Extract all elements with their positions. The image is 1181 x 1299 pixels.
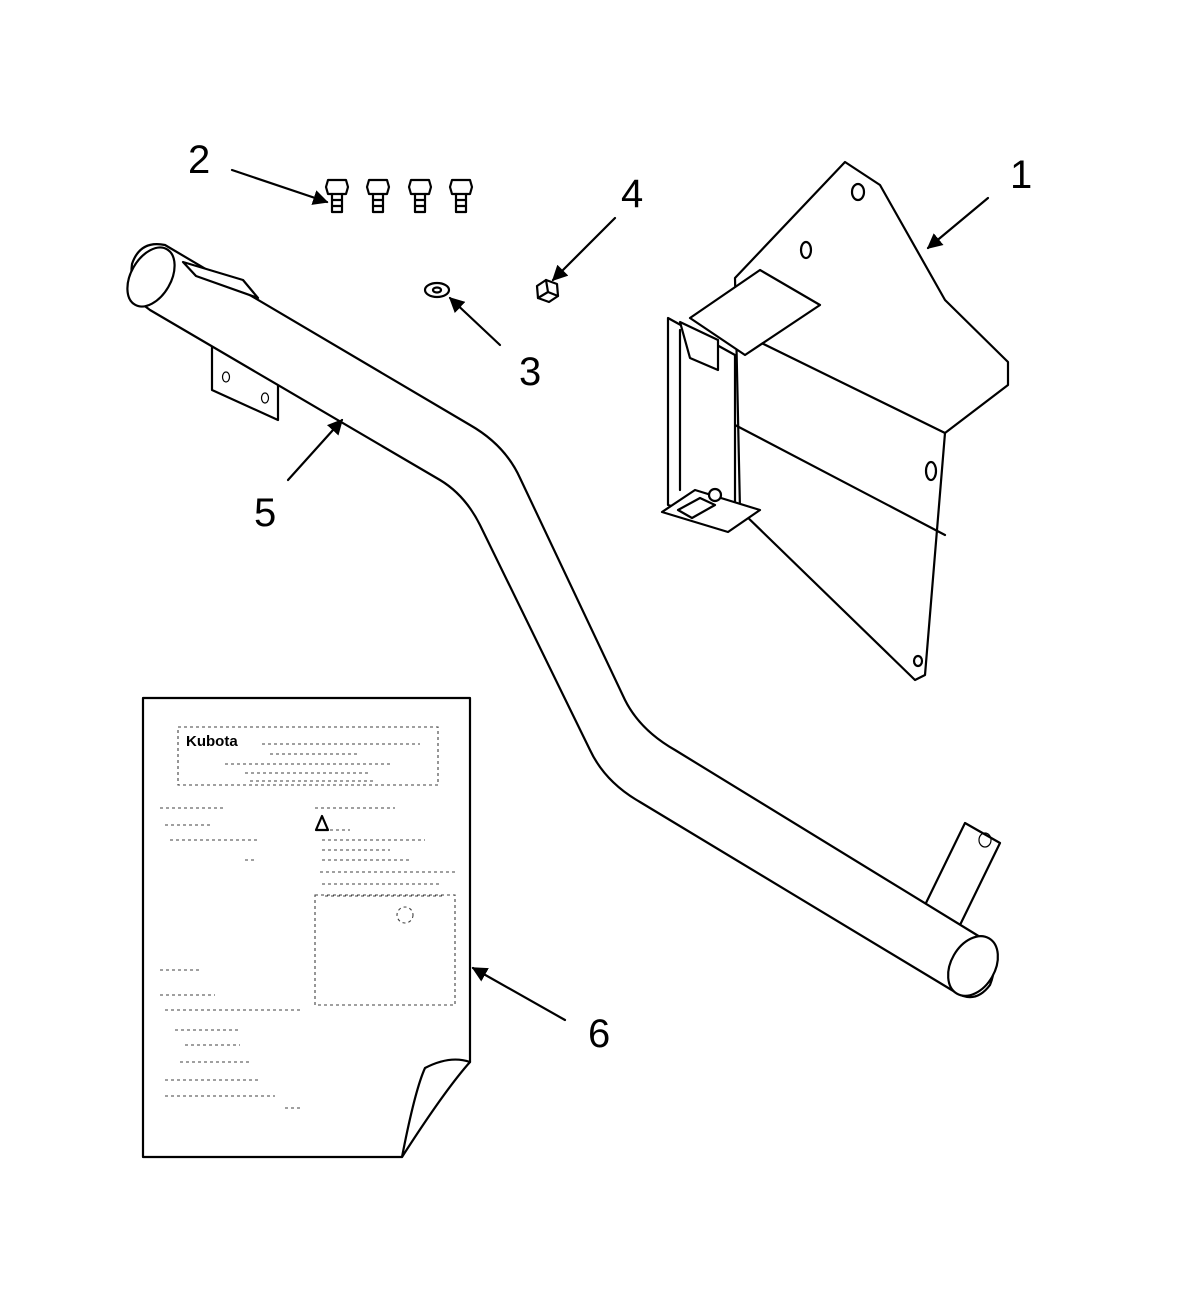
callout-labels: 1 2 3 4 5 6 (188, 138, 1032, 1056)
callout-4: 4 (621, 172, 643, 216)
callout-1: 1 (1010, 153, 1032, 197)
arrow-1 (926, 196, 990, 250)
sheet-curl (400, 1058, 472, 1159)
bolts-part (324, 178, 474, 214)
bolt-3 (407, 178, 433, 214)
leader-arrows (230, 168, 990, 1022)
sheet-logo: Kubota (186, 733, 238, 750)
instruction-sheet-part: Kubota (141, 696, 472, 1159)
tube-body (130, 243, 996, 999)
bracket-top-flange (688, 268, 822, 357)
bracket-plate (733, 160, 1010, 682)
arrow-2 (230, 168, 329, 205)
callout-6: 6 (588, 1012, 610, 1056)
bracket-part (660, 160, 1010, 682)
bolt-4 (448, 178, 474, 214)
bolt-2 (365, 178, 391, 214)
arrow-3 (448, 296, 502, 347)
nut-part (535, 278, 560, 304)
bolt-1 (324, 178, 350, 214)
callout-5: 5 (254, 491, 276, 535)
callout-3: 3 (519, 350, 541, 394)
sheet-header-box (177, 726, 439, 786)
arrow-5 (286, 418, 344, 482)
callout-2: 2 (188, 138, 210, 182)
bracket-bottom-flange (660, 488, 762, 534)
tube-handle-part (126, 243, 1002, 999)
arrow-6 (471, 966, 567, 1022)
arrow-4 (551, 216, 617, 282)
washer-part (423, 281, 451, 299)
